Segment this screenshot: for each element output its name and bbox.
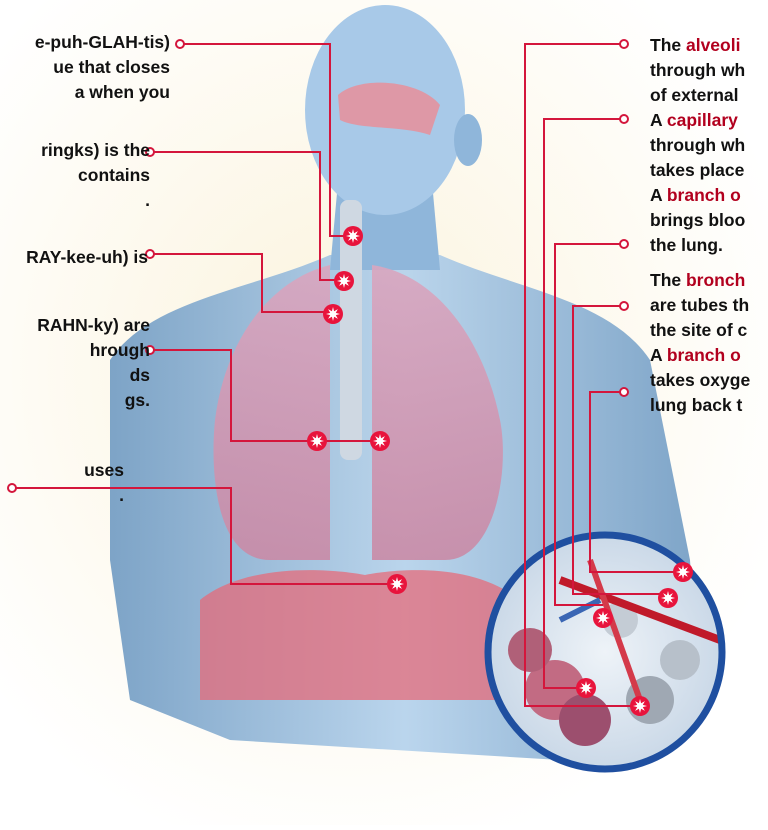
label-line: lung back t <box>650 393 768 418</box>
label-term: bronch <box>686 270 745 290</box>
label-line: through wh <box>650 58 768 83</box>
label-prefix: The <box>650 35 686 55</box>
label-trachea: RAY-kee-uh) is <box>0 245 148 270</box>
diaphragm-shape <box>200 570 520 700</box>
marker-star <box>387 574 407 594</box>
label-line: A branch o <box>650 183 768 208</box>
label-line: uses <box>0 458 124 483</box>
marker-star <box>323 304 343 324</box>
leader-end-dot <box>620 115 628 123</box>
label-line: contains <box>0 163 150 188</box>
label-bronchioles: The bronch are tubes th the site of c <box>650 268 768 343</box>
label-line: RAHN-ky) are <box>0 313 150 338</box>
label-term: alveoli <box>686 35 740 55</box>
marker-star <box>343 226 363 246</box>
label-prefix: A <box>650 345 667 365</box>
label-line: gs. <box>0 388 150 413</box>
label-line: the site of c <box>650 318 768 343</box>
label-line: The bronch <box>650 268 768 293</box>
label-pulmonary-vein-branch: A branch o takes oxyge lung back t <box>650 343 768 418</box>
marker-star <box>658 588 678 608</box>
label-bronchi: RAHN-ky) are hrough ds gs. <box>0 313 150 413</box>
label-prefix: A <box>650 185 667 205</box>
label-line: A capillary <box>650 108 768 133</box>
label-line: A branch o <box>650 343 768 368</box>
leader-end-dot <box>176 40 184 48</box>
label-line: through wh <box>650 133 768 158</box>
leader-end-dot <box>620 388 628 396</box>
label-line: e-puh-GLAH-tis) <box>0 30 170 55</box>
marker-star <box>630 696 650 716</box>
leader-end-dot <box>620 302 628 310</box>
label-line: are tubes th <box>650 293 768 318</box>
label-line: hrough <box>0 338 150 363</box>
label-line: The alveoli <box>650 33 768 58</box>
label-line: ue that closes <box>0 55 170 80</box>
marker-star <box>593 608 613 628</box>
label-line: the lung. <box>650 233 768 258</box>
label-line: brings bloo <box>650 208 768 233</box>
label-alveoli: The alveoli through wh of external <box>650 33 768 108</box>
label-term: branch o <box>667 345 741 365</box>
label-line: takes oxyge <box>650 368 768 393</box>
label-line: takes place <box>650 158 768 183</box>
label-term: branch o <box>667 185 741 205</box>
label-prefix: The <box>650 270 686 290</box>
label-line: RAY-kee-uh) is <box>0 245 148 270</box>
label-line: ringks) is the <box>0 138 150 163</box>
marker-star <box>673 562 693 582</box>
leader-end-dot <box>620 40 628 48</box>
label-epiglottis: e-puh-GLAH-tis) ue that closes a when yo… <box>0 30 170 105</box>
label-term: capillary <box>667 110 738 130</box>
label-line: . <box>0 188 150 213</box>
label-line: of external <box>650 83 768 108</box>
label-line: a when you <box>0 80 170 105</box>
marker-star <box>307 431 327 451</box>
label-pulmonary-artery-branch: A branch o brings bloo the lung. <box>650 183 768 258</box>
label-larynx: ringks) is the contains . <box>0 138 150 213</box>
marker-star <box>576 678 596 698</box>
label-prefix: A <box>650 110 667 130</box>
label-diaphragm: uses . <box>0 458 124 508</box>
marker-star <box>370 431 390 451</box>
label-line: ds <box>0 363 150 388</box>
leader-end-dot <box>620 240 628 248</box>
label-capillary: A capillary through wh takes place <box>650 108 768 183</box>
label-line: . <box>0 483 124 508</box>
marker-star <box>334 271 354 291</box>
